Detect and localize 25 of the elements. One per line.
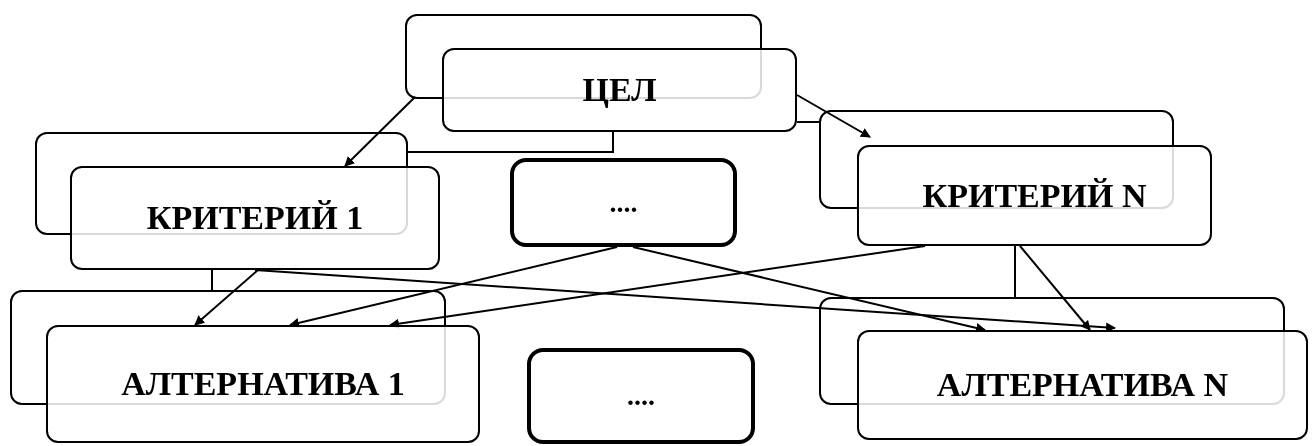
node-label: КРИТЕРИЙ N bbox=[922, 178, 1147, 213]
node-label: ЦЕЛ bbox=[582, 73, 657, 107]
arrow bbox=[194, 269, 259, 326]
arrow bbox=[632, 246, 986, 333]
arrow bbox=[1019, 245, 1091, 331]
connector-line bbox=[211, 269, 213, 291]
node-label: АЛТЕРНАТИВА 1 bbox=[121, 367, 405, 401]
arrow bbox=[344, 96, 416, 167]
connector-line bbox=[407, 131, 614, 153]
stacked-card bbox=[10, 290, 480, 443]
process-box bbox=[527, 348, 755, 444]
node-label: .... bbox=[627, 382, 655, 410]
stacked-card bbox=[35, 132, 440, 270]
node-label: .... bbox=[609, 188, 638, 217]
connector-line bbox=[796, 121, 820, 123]
arrow bbox=[796, 94, 871, 138]
stacked-card bbox=[819, 297, 1308, 440]
stacked-card bbox=[819, 110, 1212, 246]
arrow bbox=[289, 246, 618, 328]
connector-line bbox=[1014, 245, 1016, 298]
node-label: КРИТЕРИЙ 1 bbox=[146, 201, 364, 235]
arrow bbox=[254, 269, 1116, 333]
node-label: АЛТЕРНАТИВА N bbox=[936, 368, 1229, 402]
process-box bbox=[510, 158, 737, 247]
stacked-card bbox=[405, 14, 797, 132]
